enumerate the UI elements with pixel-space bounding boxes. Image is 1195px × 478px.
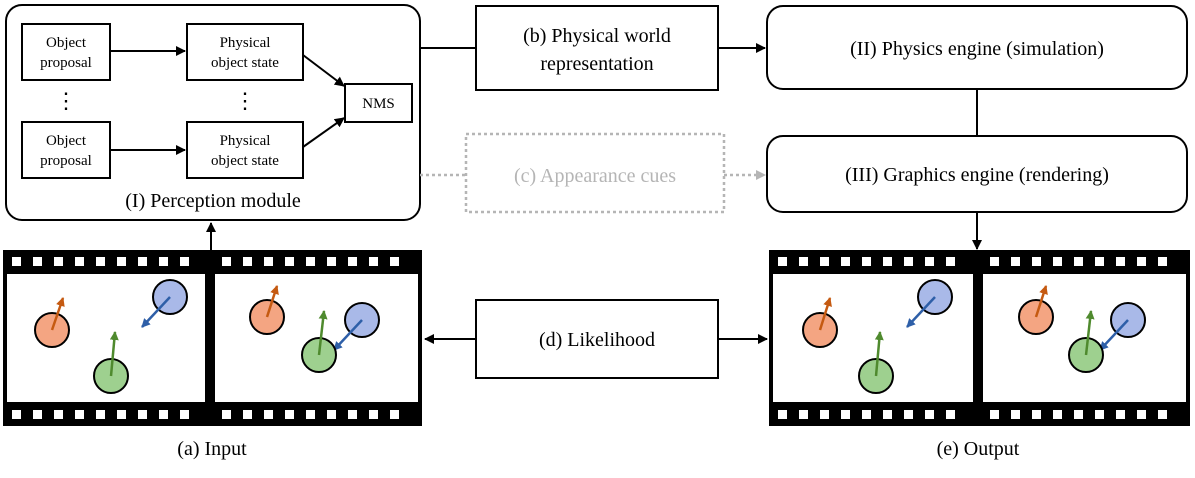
input-film-strip — [3, 250, 422, 426]
velocity-arrow-icon — [333, 319, 363, 351]
input-frame-2 — [249, 285, 380, 373]
physics-engine-label: (II) Physics engine (simulation) — [850, 38, 1104, 60]
input-frame-1 — [34, 279, 188, 394]
input-caption: (a) Input — [177, 438, 247, 460]
object-proposal-box-bottom: Object proposal — [21, 121, 111, 179]
velocity-arrow-icon — [265, 285, 279, 318]
ellipsis-right: ⋮ — [234, 88, 256, 113]
velocity-arrow-icon — [50, 297, 65, 331]
velocity-arrow-icon — [109, 331, 119, 377]
sprocket-holes-bottom — [12, 410, 399, 419]
appearance-cues-box: (c) Appearance cues — [464, 132, 726, 214]
output-caption: (e) Output — [937, 438, 1020, 460]
output-frame-2 — [1018, 285, 1146, 373]
velocity-arrow-icon — [1099, 319, 1129, 351]
arrow-state-to-nms-top — [302, 54, 345, 87]
arrow-state-to-nms-bottom — [302, 117, 345, 148]
physical-world-line2: representation — [540, 53, 653, 75]
object-state-label-line1: Physical — [220, 133, 271, 149]
object-proposal-label-line1: Object — [46, 35, 87, 51]
sprocket-holes-top — [778, 257, 1167, 266]
velocity-arrow-icon — [1084, 310, 1095, 356]
object-state-label-line2: object state — [211, 55, 279, 71]
perception-module: Object proposal Object proposal Physical… — [5, 4, 421, 221]
velocity-arrow-icon — [141, 296, 171, 328]
graphics-engine-label: (III) Graphics engine (rendering) — [845, 164, 1109, 186]
object-proposal-label-line1: Object — [46, 133, 87, 149]
likelihood-box: (d) Likelihood — [475, 299, 719, 379]
output-film-strip — [769, 250, 1190, 426]
graphics-engine-box: (III) Graphics engine (rendering) — [766, 135, 1188, 213]
physics-engine-box: (II) Physics engine (simulation) — [766, 5, 1188, 90]
velocity-arrow-icon — [317, 310, 328, 356]
perception-module-label: (I) Perception module — [125, 190, 301, 212]
velocity-arrow-icon — [874, 331, 884, 377]
object-state-box-top: Physical object state — [186, 23, 304, 81]
appearance-cues-label: (c) Appearance cues — [514, 165, 676, 187]
physical-world-box: (b) Physical world representation — [475, 5, 719, 91]
ellipsis-left: ⋮ — [55, 88, 77, 113]
object-proposal-box-top: Object proposal — [21, 23, 111, 81]
sprocket-holes-bottom — [778, 410, 1167, 419]
object-proposal-label-line2: proposal — [40, 153, 92, 169]
sprocket-holes-top — [12, 257, 399, 266]
object-state-box-bottom: Physical object state — [186, 121, 304, 179]
nms-label: NMS — [362, 96, 395, 112]
object-proposal-label-line2: proposal — [40, 55, 92, 71]
physical-world-line1: (b) Physical world — [523, 25, 671, 47]
output-frame-1 — [802, 279, 953, 394]
velocity-arrow-icon — [1034, 285, 1048, 318]
likelihood-label: (d) Likelihood — [539, 329, 655, 351]
nms-box: NMS — [344, 83, 413, 123]
velocity-arrow-icon — [818, 297, 832, 331]
object-state-label-line1: Physical — [220, 35, 271, 51]
velocity-arrow-icon — [906, 296, 936, 328]
object-state-label-line2: object state — [211, 153, 279, 169]
